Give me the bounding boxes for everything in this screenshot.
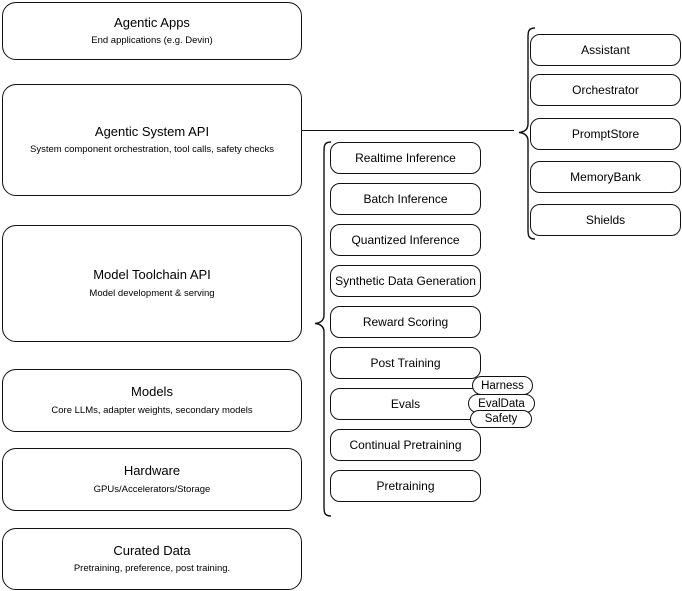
middle-item-label: Quantized Inference [351, 233, 460, 247]
evals-pill-label: Safety [484, 413, 518, 425]
evals-pill-safety[interactable]: Safety [470, 410, 532, 428]
middle-item-label: Evals [390, 397, 421, 411]
layer-title: Models [131, 384, 173, 400]
right-item-label: Orchestrator [572, 83, 639, 97]
brace-model-toolchain-to-middle-group [307, 140, 333, 518]
right-item-label: Assistant [581, 43, 630, 57]
right-item-label: PromptStore [571, 127, 640, 141]
middle-item-label: Pretraining [376, 479, 435, 493]
layer-title: Curated Data [113, 542, 191, 558]
evals-pill-label: Harness [481, 379, 524, 392]
layer-subtitle: GPUs/Accelerators/Storage [93, 483, 211, 495]
middle-item-batch-inference[interactable]: Batch Inference [330, 183, 481, 215]
middle-item-reward-scoring[interactable]: Reward Scoring [330, 306, 481, 338]
right-item-memorybank[interactable]: MemoryBank [530, 161, 681, 193]
layer-agentic-system-api[interactable]: Agentic System API System component orch… [2, 84, 302, 196]
layer-title: Model Toolchain API [93, 267, 211, 283]
layer-subtitle: End applications (e.g. Devin) [91, 35, 213, 47]
right-item-shields[interactable]: Shields [530, 204, 681, 236]
middle-item-label: Reward Scoring [362, 315, 449, 329]
middle-item-continual-pretraining[interactable]: Continual Pretraining [330, 429, 481, 461]
right-item-label: Shields [585, 213, 626, 227]
middle-item-synthetic-data-generation[interactable]: Synthetic Data Generation [330, 265, 481, 297]
layer-agentic-apps[interactable]: Agentic Apps End applications (e.g. Devi… [2, 2, 302, 60]
middle-item-post-training[interactable]: Post Training [330, 347, 481, 379]
layer-subtitle: Pretraining, preference, post training. [73, 563, 231, 575]
brace-system-api-to-right-group [511, 26, 537, 241]
layer-curated-data[interactable]: Curated Data Pretraining, preference, po… [2, 528, 302, 590]
right-item-promptstore[interactable]: PromptStore [530, 118, 681, 150]
layer-model-toolchain-api[interactable]: Model Toolchain API Model development & … [2, 225, 302, 342]
evals-pill-label: EvalData [478, 397, 525, 410]
evals-pill-harness[interactable]: Harness [472, 376, 533, 395]
right-item-assistant[interactable]: Assistant [530, 34, 681, 66]
layer-title: Agentic Apps [114, 14, 190, 30]
middle-item-label: Batch Inference [363, 192, 448, 206]
middle-item-pretraining[interactable]: Pretraining [330, 470, 481, 502]
layer-title: Hardware [123, 463, 181, 479]
middle-item-quantized-inference[interactable]: Quantized Inference [330, 224, 481, 256]
middle-item-label: Continual Pretraining [349, 438, 462, 452]
layer-title: Agentic System API [94, 123, 210, 139]
layer-hardware[interactable]: Hardware GPUs/Accelerators/Storage [2, 448, 302, 511]
right-item-label: MemoryBank [570, 170, 641, 184]
middle-item-realtime-inference[interactable]: Realtime Inference [330, 142, 481, 174]
connector-line-system-api-to-right-group [302, 130, 514, 132]
layer-subtitle: Model development & serving [89, 287, 215, 299]
layer-subtitle: Core LLMs, adapter weights, secondary mo… [51, 404, 253, 416]
right-item-orchestrator[interactable]: Orchestrator [530, 74, 681, 106]
layer-models[interactable]: Models Core LLMs, adapter weights, secon… [2, 369, 302, 432]
layer-subtitle: System component orchestration, tool cal… [30, 144, 274, 156]
middle-item-label: Realtime Inference [355, 151, 456, 165]
middle-item-label: Synthetic Data Generation [335, 274, 476, 288]
middle-item-evals[interactable]: Evals [330, 388, 481, 420]
middle-item-label: Post Training [370, 356, 441, 370]
